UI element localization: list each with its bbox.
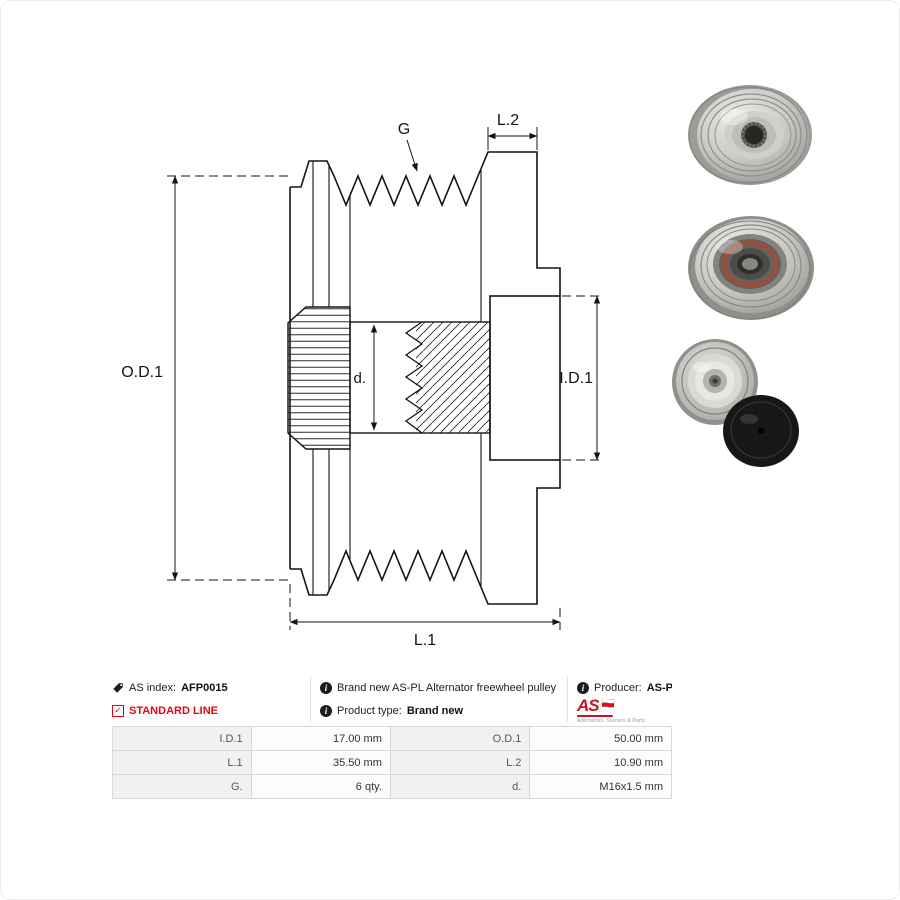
spec-label: d. [389,774,531,799]
table-row: I.D.1 17.00 mm O.D.1 50.00 mm [112,726,672,751]
spec-table: I.D.1 17.00 mm O.D.1 50.00 mm L.1 35.50 … [112,726,672,799]
description-text: Brand new AS-PL Alternator freewheel pul… [337,681,557,694]
producer: i Producer: AS-PL [567,676,672,699]
thread-profile [404,321,424,434]
l1-label: L.1 [414,632,436,649]
l1-dimension [289,584,561,630]
od1-label: O.D.1 [121,364,163,381]
technical-drawing: O.D.1 L.1 L.2 G I.D.1 d. [121,112,604,649]
l2-label: L.2 [497,112,519,129]
id1-dimension [562,295,604,461]
product-photos [672,85,814,467]
photo-rubber-cap [723,395,799,467]
thread-hatch-area [416,322,490,433]
info-icon: i [320,681,332,694]
spec-label: O.D.1 [389,726,531,751]
producer-label: Producer: [594,681,642,694]
d-label: d. [353,370,366,387]
g-leader-line [406,139,418,172]
table-row: L.1 35.50 mm L.2 10.90 mm [112,750,672,775]
spec-value: 35.50 mm [250,750,391,775]
table-row: G. 6 qty. d. M16x1.5 mm [112,774,672,799]
spec-value: 6 qty. [250,774,391,799]
spec-label: L.2 [389,750,531,775]
logo-underline [577,715,613,717]
pl-flag-icon [601,699,614,708]
as-pl-logo: AS Alternators. Starters & Parts [567,699,672,722]
bearing-housing [489,295,561,461]
logo: AS Alternators. Starters & Parts [577,699,645,722]
photo-pulley-clutch-view [688,216,814,320]
as-index: AS index: AFP0015 [112,676,310,699]
info-icon: i [320,704,332,717]
producer-value: AS-PL [646,681,672,694]
product-type-label: Product type: [337,704,402,717]
pulley-top-profile [290,151,561,296]
as-index-value: AFP0015 [181,681,228,694]
spec-label: L.1 [112,750,252,775]
product-description: i Brand new AS-PL Alternator freewheel p… [310,676,567,699]
spec-value: M16x1.5 mm [529,774,672,799]
spec-label: G. [112,774,252,799]
spec-value: 17.00 mm [250,726,391,751]
info-panel: AS index: AFP0015 i Brand new AS-PL Alte… [112,676,672,722]
id1-label: I.D.1 [559,370,593,387]
g-label: G [398,121,410,138]
tag-icon [113,682,123,693]
product-type-value: Brand new [406,704,464,717]
standard-line-label: STANDARD LINE [129,704,219,717]
logo-subtext: Alternators. Starters & Parts [577,718,646,723]
product-type: i Product type: Brand new [310,699,567,722]
logo-as-text: AS [577,699,600,715]
standard-line: ✓ STANDARD LINE [112,699,310,722]
photo-pulley-grooved-view [688,85,812,185]
spec-value: 50.00 mm [529,726,672,751]
pulley-bottom-profile [290,460,561,605]
info-icon: i [577,681,589,694]
as-index-label: AS index: [129,681,177,694]
hub-section [287,306,351,450]
od1-dimension [167,175,288,581]
inner-structure [287,161,491,595]
l2-dimension [487,127,538,150]
spec-value: 10.90 mm [529,750,672,775]
spec-label: I.D.1 [112,726,252,751]
checkbox-check-icon: ✓ [112,704,124,717]
